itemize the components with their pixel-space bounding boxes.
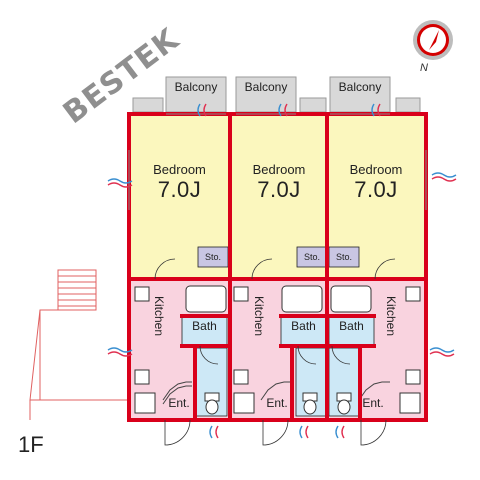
walls	[127, 112, 428, 422]
storage-label-1: Sto.	[204, 252, 221, 262]
bedroom-size-2: 7.0J	[257, 177, 301, 202]
floor-label: 1F	[18, 432, 44, 457]
bedroom-size-3: 7.0J	[354, 177, 398, 202]
compass-icon	[413, 20, 453, 60]
balcony-label-1: Balcony	[174, 80, 218, 94]
bedroom-label-1: Bedroom	[153, 162, 206, 177]
vent-arrows	[107, 103, 457, 439]
toilets	[204, 392, 352, 415]
bedrooms	[130, 115, 425, 278]
entrance-label-3: Ent.	[362, 396, 384, 410]
exterior-stairs	[29, 269, 128, 420]
doors	[154, 258, 396, 446]
kitchen-label-2: Kitchen	[252, 296, 266, 337]
storage-boxes	[197, 246, 360, 268]
kitchen-label-1: Kitchen	[152, 296, 166, 337]
balcony-label-2: Balcony	[244, 80, 288, 94]
kitchen-fixtures	[134, 286, 421, 414]
balcony-label-3: Balcony	[338, 80, 382, 94]
entrance-label-2: Ent.	[266, 396, 288, 410]
bath-label-1: Bath	[192, 319, 217, 333]
bedroom-label-2: Bedroom	[252, 162, 306, 177]
north-label: N	[420, 62, 428, 74]
entrance-stairs	[162, 381, 390, 405]
storage-label-2: Sto.	[303, 252, 320, 262]
bath-label-2: Bath	[291, 319, 316, 333]
bathtubs	[185, 285, 372, 313]
bath-label-3: Bath	[339, 319, 364, 333]
storage-label-3: Sto.	[335, 252, 352, 262]
bedroom-size-1: 7.0J	[157, 177, 202, 202]
kitchen-label-3: Kitchen	[384, 296, 398, 337]
bedroom-label-3: Bedroom	[349, 162, 403, 177]
entrance-label-1: Ent.	[168, 396, 190, 410]
